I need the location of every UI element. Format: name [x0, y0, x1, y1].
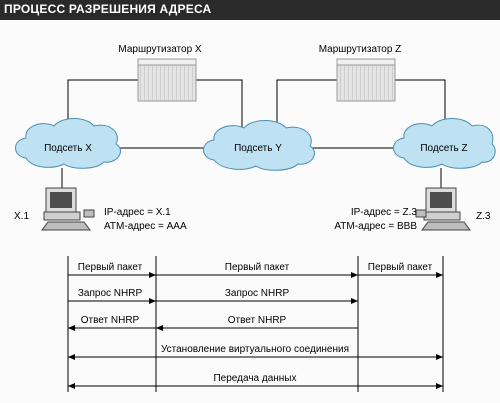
- host-z-ip: IP-адрес = Z.3: [351, 207, 418, 218]
- label-nhrp-reply-2: Ответ NHRP: [228, 315, 287, 326]
- label-nhrp-request-2: Запрос NHRP: [225, 288, 290, 299]
- subnet-x-label: Подсеть X: [44, 143, 92, 154]
- subnet-z-label: Подсеть Z: [420, 143, 467, 154]
- router-z: Маршрутизатор Z: [319, 44, 402, 102]
- host-z-atm: ATM-адрес = BBB: [334, 221, 417, 232]
- subnet-y-label: Подсеть Y: [234, 143, 282, 154]
- subnet-x-cloud: Подсеть X: [15, 118, 121, 169]
- label-first-packet-1: Первый пакет: [78, 262, 143, 273]
- sequence-lifelines: [67, 256, 444, 392]
- router-x-label: Маршрутизатор X: [118, 44, 201, 55]
- label-nhrp-reply-1: Ответ NHRP: [81, 315, 140, 326]
- host-z-name: Z.3: [476, 211, 491, 222]
- label-first-packet-3: Первый пакет: [368, 262, 433, 273]
- workstation-z-icon: [415, 187, 471, 231]
- router-x: Маршрутизатор X: [118, 44, 202, 102]
- subnet-y-cloud: Подсеть Y: [203, 120, 315, 171]
- host-x-ip: IP-адрес = X.1: [104, 207, 171, 218]
- label-first-packet-2: Первый пакет: [225, 262, 290, 273]
- host-x-atm: ATM-адрес = AAA: [104, 221, 187, 232]
- label-vc-setup: Установление виртуального соединения: [161, 344, 349, 355]
- host-x-name: X.1: [14, 211, 29, 222]
- router-z-label: Маршрутизатор Z: [319, 44, 402, 55]
- subnet-z-cloud: Подсеть Z: [393, 118, 496, 169]
- label-data-transfer: Передача данных: [213, 373, 296, 384]
- diagram-title: ПРОЦЕСС РАЗРЕШЕНИЯ АДРЕСА: [4, 2, 212, 16]
- message-labels: Первый пакет Первый пакет Первый пакет З…: [78, 262, 433, 384]
- message-arrows: [68, 272, 443, 389]
- workstation-x-icon: [41, 187, 95, 231]
- title-bar: ПРОЦЕСС РАЗРЕШЕНИЯ АДРЕСА: [0, 0, 500, 20]
- label-nhrp-request-1: Запрос NHRP: [78, 288, 143, 299]
